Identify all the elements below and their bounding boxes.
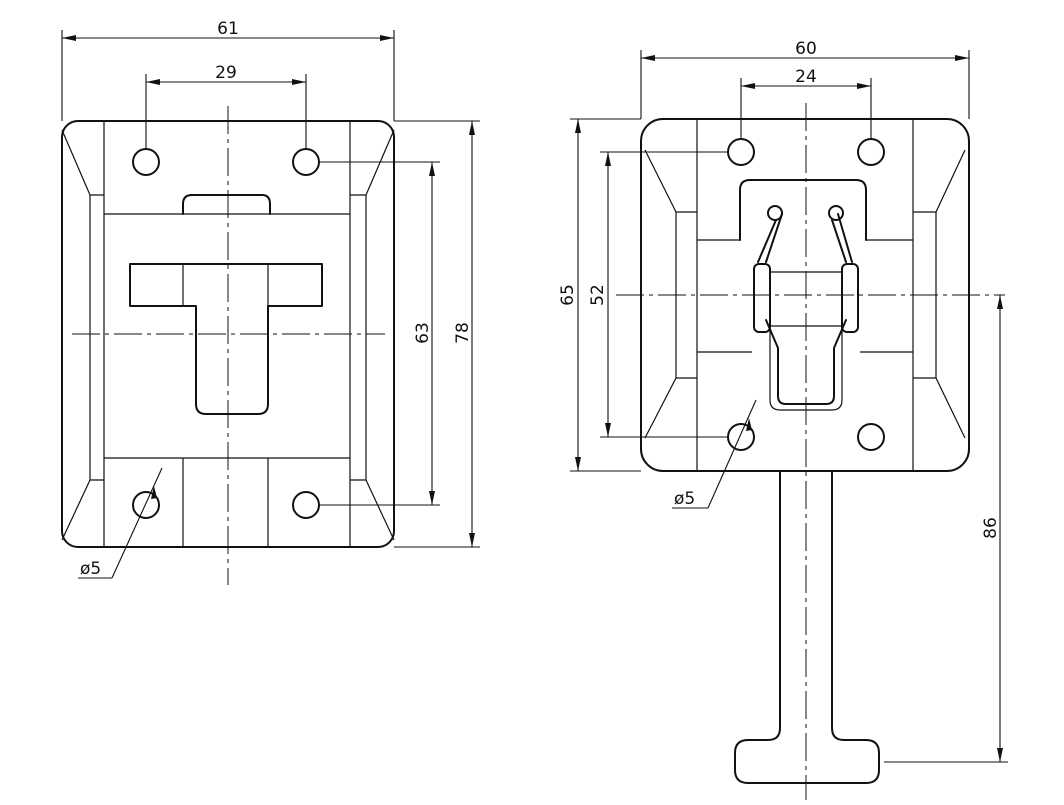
- left-view: 61 29 63 78 ø5: [61, 19, 480, 585]
- left-hole-bottom-left: [132, 491, 160, 519]
- right-coil-right: [841, 263, 859, 333]
- left-dim-hole-diameter: ø5: [80, 559, 101, 579]
- left-bevel-left: [61, 121, 105, 547]
- right-hole-bottom-right: [857, 423, 885, 451]
- right-hole-top-left: [727, 138, 755, 166]
- left-hole-top-left: [132, 148, 160, 176]
- right-dim-hole-spacing-x: 24: [795, 67, 817, 87]
- right-dim-overall-width: 60: [795, 39, 817, 59]
- left-dim-hole-spacing-x: 29: [215, 63, 237, 83]
- right-latch-body: [739, 179, 867, 241]
- left-bevel-right: [349, 121, 395, 547]
- right-dim-hole-spacing-y: 52: [588, 284, 608, 306]
- left-dim-overall-width: 61: [217, 19, 239, 39]
- left-hole-bottom-right: [292, 491, 320, 519]
- left-hole-top-right: [292, 148, 320, 176]
- right-hole-top-right: [857, 138, 885, 166]
- right-dim-hole-diameter: ø5: [674, 489, 695, 509]
- left-dim-hole-spacing-y: 63: [413, 322, 433, 344]
- right-dim-hook-reach: 86: [981, 517, 1001, 539]
- left-top-lip: [182, 194, 271, 215]
- right-view: 60 24 65 52 86 ø5: [558, 39, 1008, 800]
- left-t-slot: [129, 263, 323, 415]
- left-dim-overall-height: 78: [453, 322, 473, 344]
- right-spring-clip: [757, 213, 853, 263]
- right-coil-left: [753, 263, 771, 333]
- right-dim-overall-height: 65: [558, 284, 578, 306]
- right-hook-arm: [734, 470, 880, 784]
